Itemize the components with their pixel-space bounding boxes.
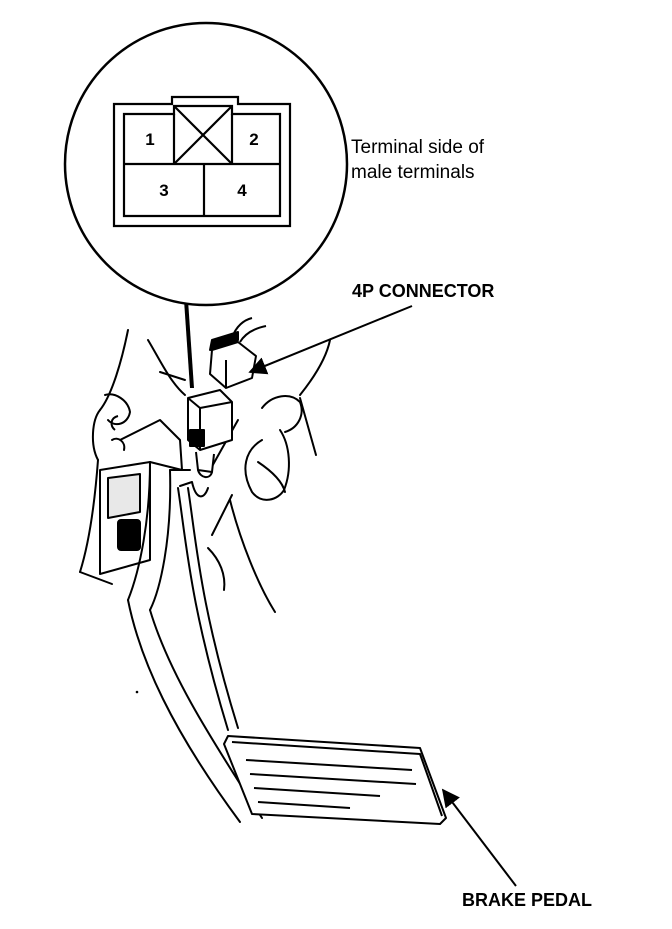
connector-callout-arrow (248, 305, 413, 375)
connector-face (112, 95, 292, 228)
pedal-callout-arrow (441, 788, 517, 887)
dashboard-structure (79, 329, 331, 613)
connector-callout-label: 4P CONNECTOR (352, 281, 494, 301)
pedal-bracket (99, 415, 183, 575)
pedal-pad (223, 735, 447, 825)
brake-switch (187, 389, 233, 478)
speck-mark (135, 690, 139, 694)
detail-view: 1 2 3 4 (63, 21, 349, 307)
terminal-caption-line2: male terminals (351, 162, 475, 183)
terminal-label-1: 1 (145, 130, 154, 149)
detail-leader (184, 300, 194, 388)
pedal-callout-label: BRAKE PEDAL (462, 890, 592, 910)
terminal-caption-line1: Terminal side of (351, 137, 485, 158)
connector-4p (209, 317, 267, 389)
terminal-label-4: 4 (237, 181, 247, 200)
terminal-label-3: 3 (159, 181, 168, 200)
terminal-label-2: 2 (249, 130, 258, 149)
